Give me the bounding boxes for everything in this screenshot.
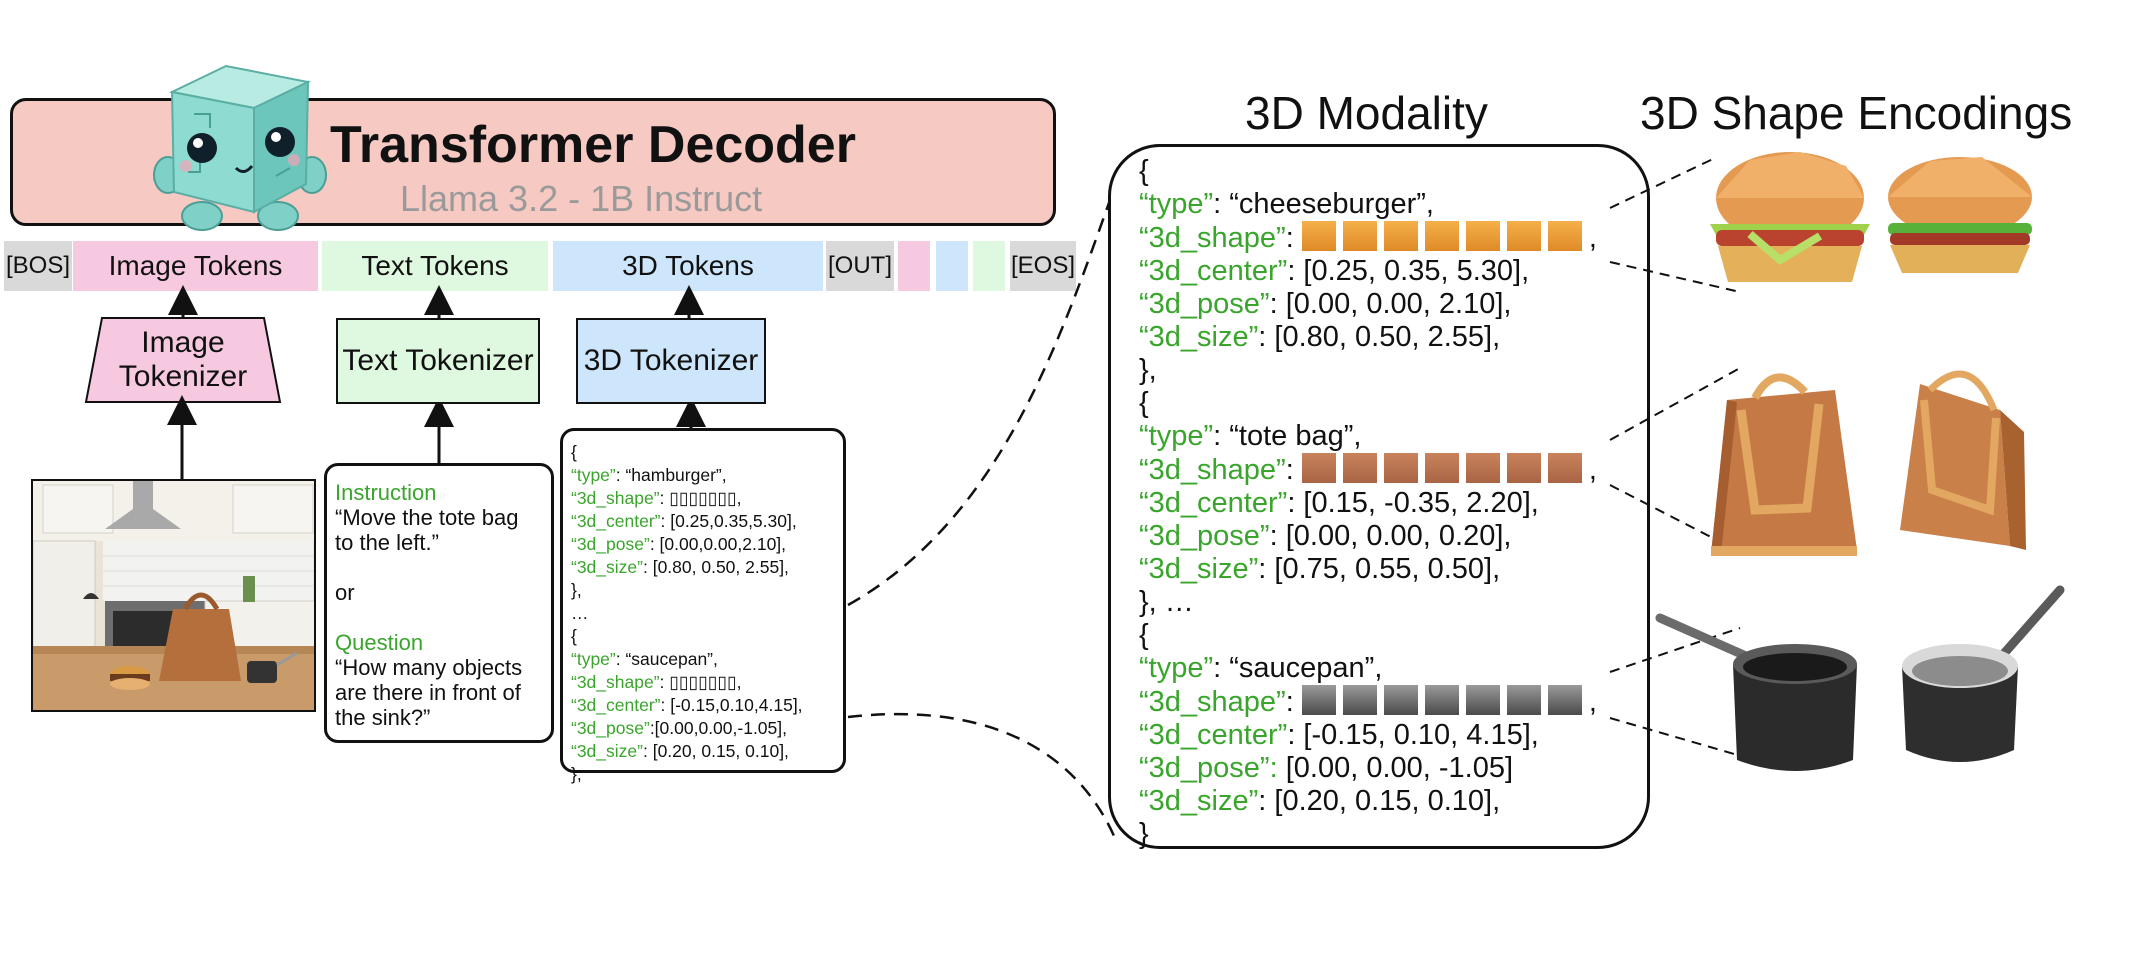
json-line: “3d_size”: [0.80, 0.50, 2.55], [571, 557, 789, 577]
brace: }, [571, 580, 582, 600]
json-line: “3d_center”: [0.25, 0.35, 5.30], [1139, 255, 1530, 287]
json-line: “type”: “saucepan”, [571, 649, 718, 669]
question-line: are there in front of [335, 680, 521, 705]
brace: }, [571, 764, 582, 784]
or-label: or [335, 580, 355, 605]
image-token-small [898, 241, 930, 291]
json-line: “type”: “hamburger”, [571, 465, 727, 485]
brace: } [1139, 818, 1149, 850]
image-tokenizer-line1: Image [141, 326, 225, 359]
json-line: “3d_pose”: [0.00, 0.00, 0.20], [1139, 520, 1512, 552]
json-line: “type”: “saucepan”, [1139, 652, 1383, 684]
three-d-tokens: 3D Tokens [553, 241, 823, 291]
json-line: “type”: “tote bag”, [1139, 420, 1362, 452]
brace: { [1139, 619, 1149, 651]
text-tokenizer: Text Tokenizer [336, 318, 540, 404]
json-line: “3d_size”: [0.20, 0.15, 0.10], [571, 741, 789, 761]
json-line: “3d_pose”: [0.00,0.00,2.10], [571, 534, 787, 554]
json-line: “3d_center”: [-0.15, 0.10, 4.15], [1139, 719, 1539, 751]
question-line: the sink?” [335, 705, 431, 730]
brace: { [1139, 387, 1149, 419]
json-line: “3d_shape”: , [1139, 221, 1597, 254]
brace: { [1139, 155, 1149, 187]
json-big-box: { “type”: “cheeseburger”, “3d_shape”: , … [1108, 144, 1650, 850]
json-line: “3d_pose”: [0.00, 0.00, 2.10], [1139, 288, 1512, 320]
json-small-box: { “type”: “hamburger”, “3d_shape”: ▯▯▯▯▯… [560, 428, 846, 784]
tote-bag-shape-icon [1900, 370, 2026, 550]
eos-token: [EOS] [1010, 241, 1076, 291]
json-line: “3d_pose”: [0.00, 0.00, -1.05] [1139, 752, 1514, 784]
json-line: “3d_shape”: ▯▯▯▯▯▯▯, [571, 488, 742, 508]
json-line: “3d_pose”:[0.00,0.00,-1.05], [571, 718, 787, 738]
json-line: “3d_size”: [0.80, 0.50, 2.55], [1139, 321, 1501, 353]
brace: }, … [1139, 586, 1194, 618]
three-d-token-small [936, 241, 968, 291]
burger-shape-icon [1888, 157, 2032, 273]
image-tokens: Image Tokens [73, 241, 318, 291]
three-d-tokenizer: 3D Tokenizer [576, 318, 766, 404]
kitchen-photo [31, 479, 316, 712]
decoder-title: Transformer Decoder [330, 116, 856, 174]
burger-shape-icon [1710, 152, 1870, 282]
image-tokenizer: Image Tokenizer [86, 326, 280, 394]
json-line: “type”: “cheeseburger”, [1139, 188, 1434, 220]
question-label: Question [335, 630, 424, 655]
json-line: “3d_size”: [0.20, 0.15, 0.10], [1139, 785, 1501, 817]
bos-token: [BOS] [4, 241, 72, 291]
question-line: “How many objects [335, 655, 523, 680]
instruction-line: to the left.” [335, 530, 439, 555]
json-line: “3d_center”: [-0.15,0.10,4.15], [571, 695, 803, 715]
image-tokenizer-line2: Tokenizer [118, 360, 248, 393]
json-line: “3d_shape”: , [1139, 453, 1597, 486]
text-tokens: Text Tokens [322, 241, 548, 291]
json-line: “3d_size”: [0.75, 0.55, 0.50], [1139, 553, 1501, 585]
three-d-modality-header: 3D Modality [1245, 87, 1488, 139]
instruction-label: Instruction [335, 480, 437, 505]
shape-encodings-header: 3D Shape Encodings [1640, 87, 2073, 139]
text-token-small [973, 241, 1005, 291]
brace: }, [1139, 354, 1157, 386]
decoder-subtitle: Llama 3.2 - 1B Instruct [400, 178, 763, 219]
json-line: “3d_shape”: ▯▯▯▯▯▯▯, [571, 672, 742, 692]
saucepan-shape-icon [1655, 613, 1857, 771]
json-line: “3d_center”: [0.15, -0.35, 2.20], [1139, 487, 1539, 519]
out-token: [OUT] [826, 241, 894, 291]
brace: { [571, 626, 577, 646]
ellipsis: … [571, 603, 589, 623]
saucepan-shape-icon [1902, 585, 2065, 762]
brace: { [571, 442, 577, 462]
instruction-box: Instruction “Move the tote bag to the le… [324, 463, 554, 743]
tote-bag-shape-icon [1711, 373, 1857, 556]
json-line: “3d_shape”: , [1139, 685, 1597, 718]
instruction-line: “Move the tote bag [335, 505, 519, 530]
json-line: “3d_center”: [0.25,0.35,5.30], [571, 511, 797, 531]
